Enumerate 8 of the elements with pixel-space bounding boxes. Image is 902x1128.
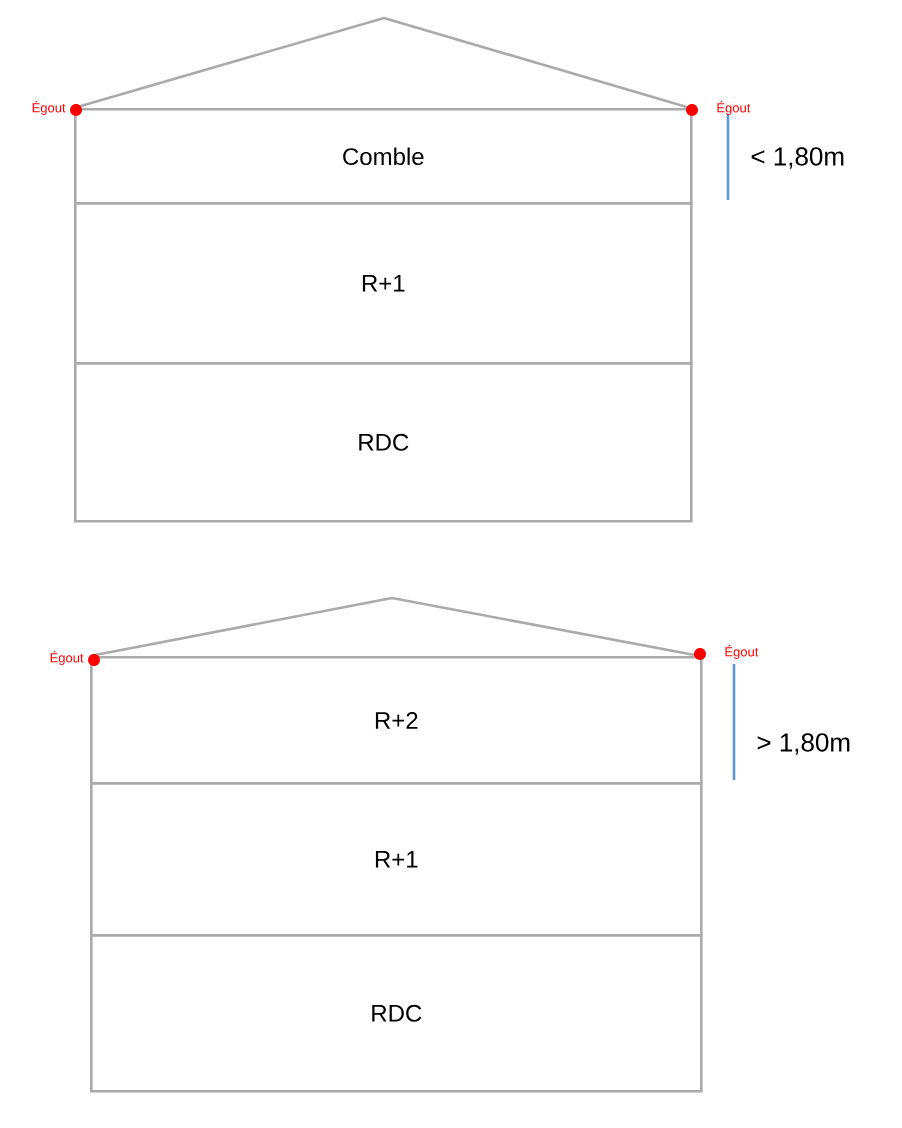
dimension-label: < 1,80m	[751, 147, 844, 169]
floor-box: RDC	[74, 362, 693, 523]
floor-box: R+1	[74, 202, 693, 365]
floor-box: RDC	[90, 934, 703, 1093]
floor-box: Comble	[74, 108, 693, 205]
floor-box: R+1	[90, 782, 703, 937]
dimension-label: > 1,80m	[757, 733, 850, 755]
floor-box: R+2	[90, 656, 703, 785]
